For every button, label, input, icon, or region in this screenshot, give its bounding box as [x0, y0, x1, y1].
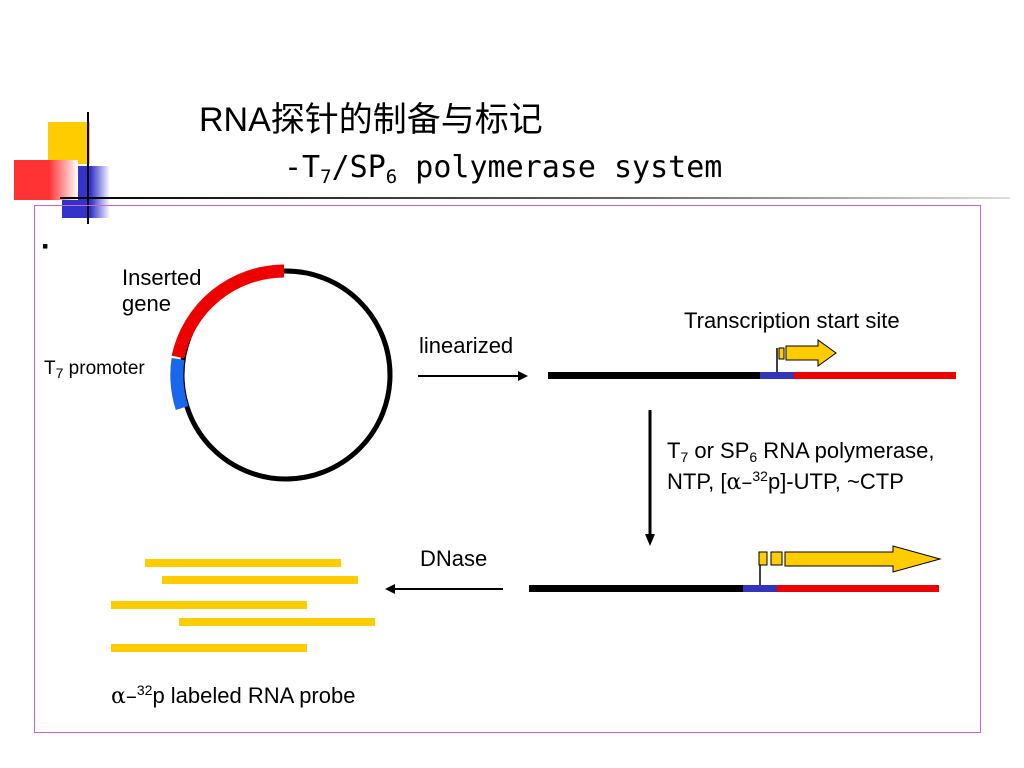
- t7-promoter-label: T7 promoter: [44, 358, 145, 382]
- deco-horizontal-line: [60, 197, 1010, 199]
- t7-promoter-label-b: promoter: [63, 358, 145, 379]
- transcription-start-site-label: Transcription start site: [684, 308, 900, 333]
- rna-probe: [179, 618, 375, 626]
- probe-label-text: p labeled RNA probe: [152, 683, 356, 708]
- polymerase-label-sup32: 32: [752, 467, 768, 484]
- t7-promoter-arc: [170, 358, 189, 410]
- top-start-site-box: [778, 347, 785, 360]
- subtitle-part-a: -T: [284, 150, 321, 185]
- bullet-marker: ▪: [42, 236, 49, 256]
- t7-promoter-label-sub: 7: [55, 365, 64, 381]
- bottom-dna-gene: [777, 585, 939, 592]
- page-subtitle: -T7/SP6 polymerase system: [284, 150, 722, 188]
- bottom-dna-black: [529, 585, 743, 592]
- polymerase-label-ntp: NTP, [: [667, 468, 727, 494]
- rna-probe: [111, 601, 307, 609]
- subtitle-sub-6: 6: [385, 166, 398, 188]
- polymerase-label-alpha: α–: [726, 469, 753, 495]
- linearized-label: linearized: [419, 333, 514, 358]
- rna-probe: [145, 559, 341, 567]
- polymerase-label-line2: NTP, [α–32p]-UTP, ~CTP: [667, 467, 934, 498]
- polymerase-label-or-sp: or SP: [688, 438, 750, 463]
- rna-probe: [111, 644, 307, 652]
- rna-probe: [162, 576, 358, 584]
- dnase-arrowhead: [385, 584, 395, 594]
- polymerase-label-sub7: 7: [680, 449, 689, 465]
- polymerase-label: T7 or SP6 RNA polymerase, NTP, [α–32p]-U…: [667, 436, 934, 498]
- inserted-gene-label-line2: gene: [122, 291, 171, 317]
- top-dna-gene: [794, 372, 956, 379]
- inserted-gene-label: Inserted gene: [122, 265, 202, 318]
- t7-promoter-label-a: T: [44, 358, 56, 379]
- inserted-gene-arc: [171, 264, 285, 359]
- bottom-start-site-box: [758, 551, 768, 566]
- inserted-gene-label-line1: Inserted: [122, 265, 202, 290]
- subtitle-part-c: polymerase system: [397, 150, 723, 185]
- content-frame: [34, 205, 981, 733]
- top-dna-black: [548, 372, 760, 379]
- deco-red-square: [14, 160, 78, 200]
- linearized-arrowhead: [518, 371, 528, 381]
- dnase-label: DNase: [420, 546, 488, 571]
- probe-label-sup32: 32: [136, 682, 153, 698]
- top-dna-promoter: [760, 372, 794, 379]
- polymerase-label-utp: p]-UTP, ~CTP: [767, 468, 904, 494]
- polymerase-label-line1: T7 or SP6 RNA polymerase,: [667, 436, 934, 467]
- deco-yellow-square: [48, 122, 90, 164]
- bottom-dna-promoter: [743, 585, 777, 592]
- top-transcript-arrow: [785, 339, 837, 367]
- bottom-start-site-box-2: [770, 551, 783, 566]
- probe-label: α–32p labeled RNA probe: [111, 682, 355, 710]
- bottom-transcript-arrow: [784, 545, 942, 573]
- probe-label-alpha: α–: [111, 684, 137, 709]
- polymerase-label-sub6: 6: [749, 449, 758, 465]
- polymerase-label-t: T: [667, 438, 681, 463]
- page-title: RNA探针的制备与标记: [199, 101, 543, 139]
- deco-vertical-line: [87, 112, 89, 224]
- polymerase-label-rest: RNA polymerase,: [757, 438, 935, 463]
- subtitle-sub-7: 7: [320, 166, 332, 188]
- polymerase-arrowhead: [645, 534, 655, 546]
- subtitle-part-b: /SP: [331, 150, 386, 185]
